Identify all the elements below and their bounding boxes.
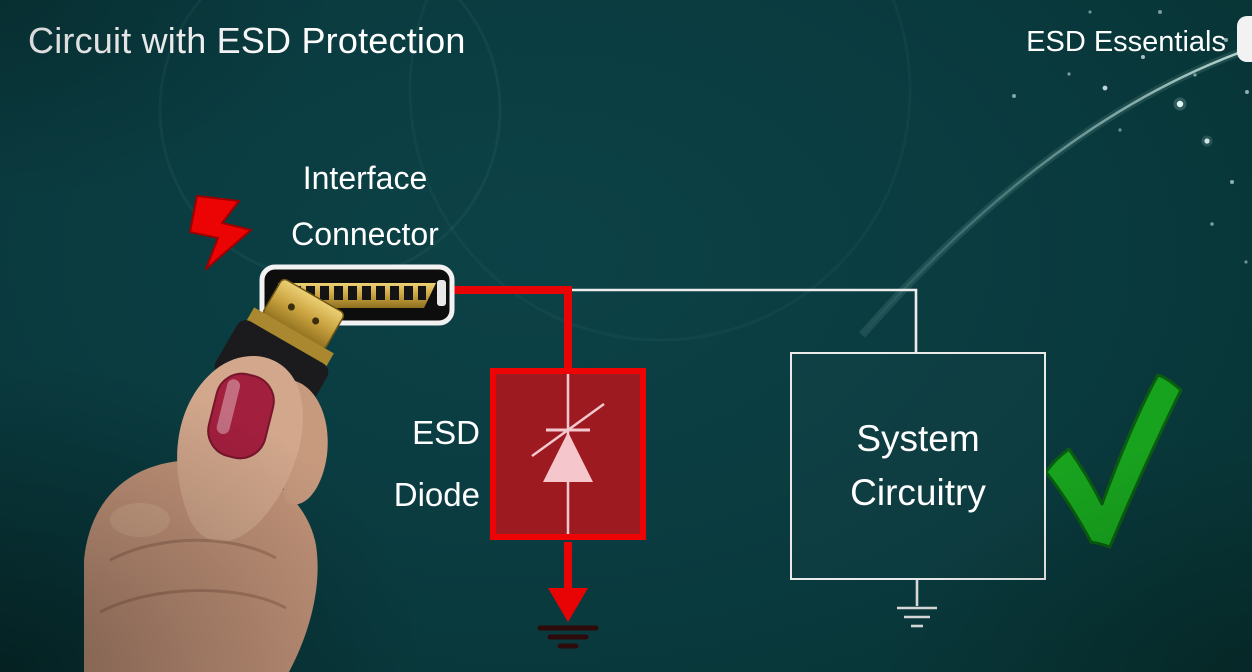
lightning-bolt-icon <box>189 195 252 270</box>
star-dots <box>1012 10 1249 264</box>
system-box-label-line1: System <box>856 418 980 459</box>
wire-to-system <box>568 288 918 353</box>
check-mark-icon <box>1044 373 1183 549</box>
esd-diode-label: ESD Diode <box>340 402 480 526</box>
esd-diode-label-line2: Diode <box>393 476 480 513</box>
interface-connector-label-line1: Interface <box>302 160 428 196</box>
esd-diode-label-line1: ESD <box>412 414 480 451</box>
wire-esd-red <box>450 286 572 370</box>
wires <box>450 286 918 370</box>
thumbnail-polish <box>207 372 275 460</box>
system-circuitry-box: System Circuitry <box>790 352 1046 580</box>
brand-logo-partial-icon <box>1237 16 1252 62</box>
brand-text: ESD Essentials <box>1026 26 1226 58</box>
ground-symbol-icon-system <box>897 580 937 628</box>
tvs-diode-symbol-icon <box>531 374 605 534</box>
page-title: Circuit with ESD Protection <box>28 20 466 61</box>
ground-symbol-icon-diode <box>537 542 599 649</box>
system-box-label-line2: Circuitry <box>850 472 986 513</box>
esd-diode-box <box>490 368 646 540</box>
hand <box>84 355 328 672</box>
hand-holding-hdmi-cable <box>84 278 345 672</box>
interface-connector-label: Interface Connector <box>232 150 498 262</box>
interface-connector-label-line2: Connector <box>291 216 439 252</box>
